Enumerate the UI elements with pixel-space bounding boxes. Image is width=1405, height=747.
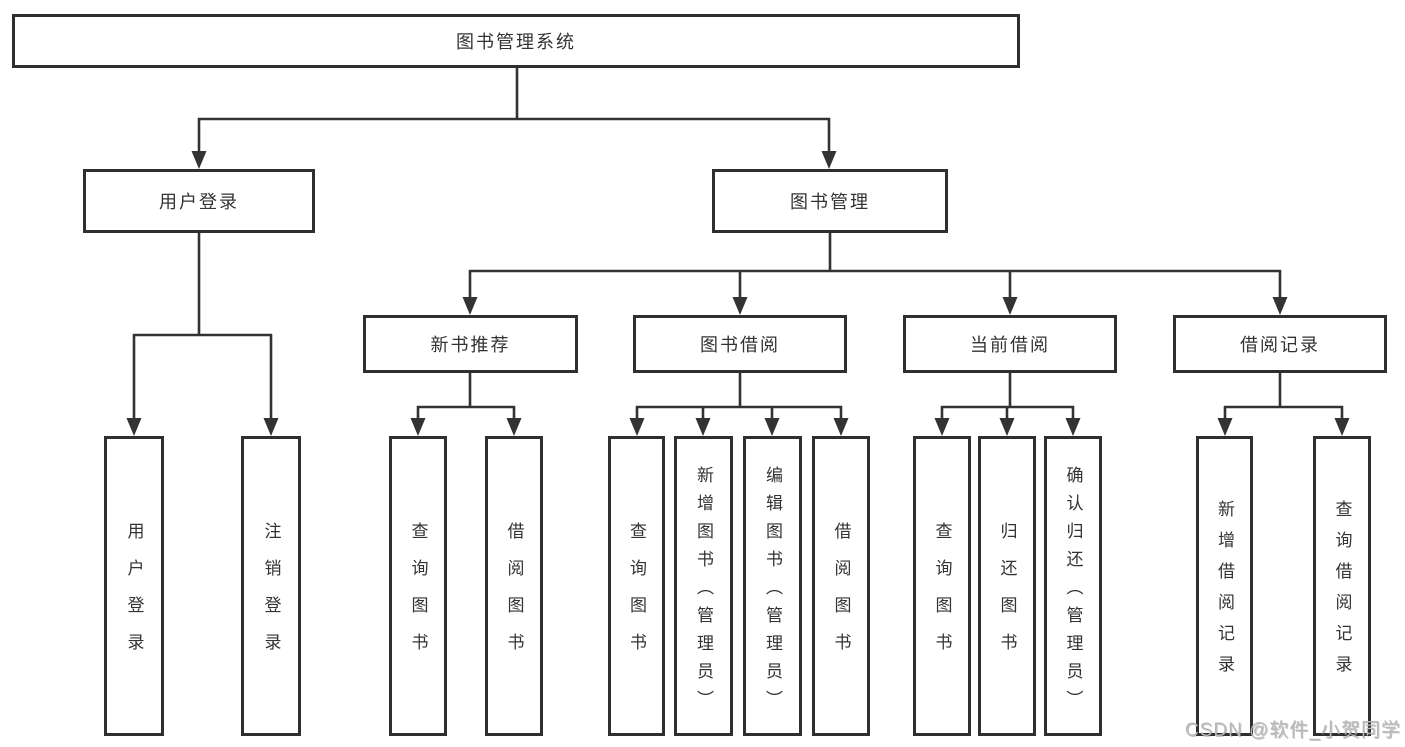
leaf-borrow-books-recommend: 借阅图书 — [485, 436, 543, 736]
leaf-query-books-current-label: 查询图书 — [932, 522, 952, 670]
leaf-query-books-recommend: 查询图书 — [389, 436, 447, 736]
leaf-edit-book-admin-label: 编辑图书（管理员） — [763, 465, 782, 718]
node-user-login: 用户登录 — [83, 169, 315, 233]
connector-segments — [132, 66, 1344, 420]
arrowheads — [126, 151, 1350, 436]
leaf-user-login-label: 用户登录 — [124, 522, 144, 670]
leaf-return-book-label: 归还图书 — [997, 522, 1017, 670]
node-borrowing-records: 借阅记录 — [1173, 315, 1387, 373]
node-root-system: 图书管理系统 — [12, 14, 1020, 68]
leaf-confirm-return-admin: 确认归还（管理员） — [1044, 436, 1102, 736]
leaf-confirm-return-admin-label: 确认归还（管理员） — [1063, 465, 1083, 718]
leaf-add-borrow-record: 新增借阅记录 — [1196, 436, 1253, 736]
leaf-query-books-current: 查询图书 — [913, 436, 971, 736]
leaf-query-books-borrowing: 查询图书 — [608, 436, 665, 736]
leaf-add-book-admin: 新增图书（管理员） — [674, 436, 733, 736]
csdn-watermark: CSDN @软件_小贺同学 — [1185, 720, 1401, 741]
node-book-management: 图书管理 — [712, 169, 948, 233]
leaf-user-login: 用户登录 — [104, 436, 164, 736]
node-book-borrowing: 图书借阅 — [633, 315, 847, 373]
leaf-add-book-admin-label: 新增图书（管理员） — [694, 465, 713, 718]
leaf-borrow-books-borrowing: 借阅图书 — [812, 436, 870, 736]
leaf-query-borrow-record-label: 查询借阅记录 — [1332, 500, 1352, 686]
leaf-borrow-books-recommend-label: 借阅图书 — [504, 522, 524, 670]
leaf-query-borrow-record: 查询借阅记录 — [1313, 436, 1371, 736]
leaf-logout-label: 注销登录 — [261, 522, 281, 670]
leaf-borrow-books-borrowing-label: 借阅图书 — [831, 522, 851, 670]
leaf-query-books-borrowing-label: 查询图书 — [627, 522, 646, 670]
node-current-borrowing: 当前借阅 — [903, 315, 1117, 373]
node-new-book-recommend: 新书推荐 — [363, 315, 578, 373]
leaf-edit-book-admin: 编辑图书（管理员） — [743, 436, 802, 736]
leaf-query-books-recommend-label: 查询图书 — [408, 522, 428, 670]
leaf-return-book: 归还图书 — [978, 436, 1036, 736]
leaf-add-borrow-record-label: 新增借阅记录 — [1215, 500, 1234, 686]
leaf-logout: 注销登录 — [241, 436, 301, 736]
